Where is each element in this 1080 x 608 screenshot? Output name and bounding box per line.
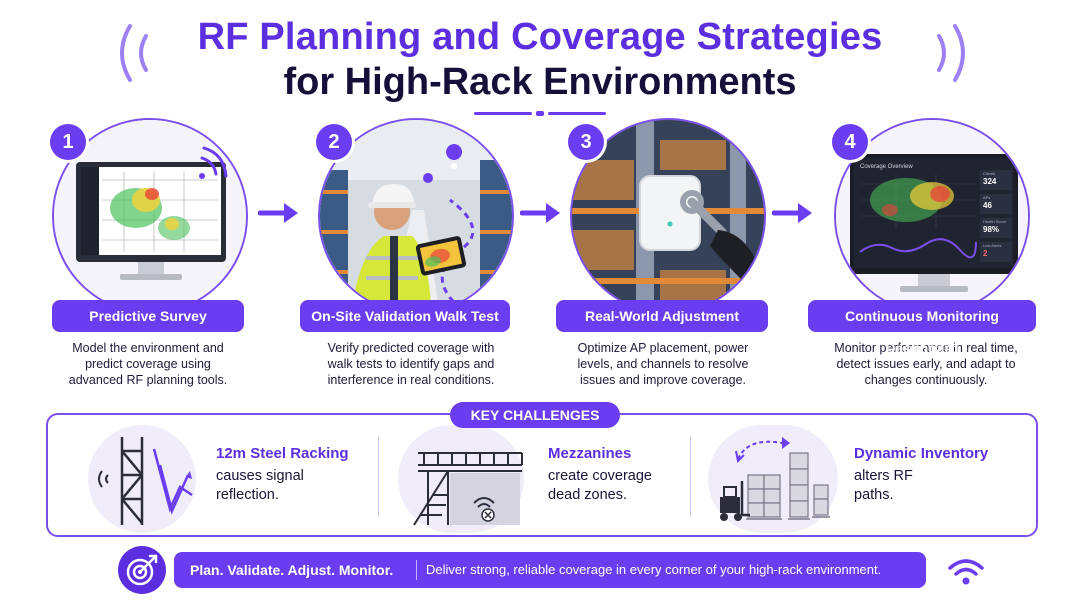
forklift-boxes-icon bbox=[720, 437, 830, 521]
step-1-number: 1 bbox=[50, 124, 86, 160]
dashboard-stat-label: APs bbox=[983, 195, 991, 200]
step-3-desc-line: Optimize AP placement, power bbox=[577, 341, 749, 355]
step-4-description: Monitor performance in real time, detect… bbox=[816, 340, 1036, 388]
dashboard-stat-value: 324 bbox=[983, 177, 997, 186]
steel-rack-reflection-icon bbox=[98, 437, 193, 525]
step-4-label[interactable]: Continuous Monitoring Dashboard bbox=[808, 300, 1036, 356]
key-challenges-badge: KEY CHALLENGES bbox=[450, 402, 620, 428]
challenge-mezzanines: Mezzanines create coverage dead zones. bbox=[398, 425, 698, 533]
challenge-text-line: paths. bbox=[854, 487, 894, 503]
challenge-steel-racking: 12m Steel Racking causes signal reflecti… bbox=[88, 425, 388, 533]
tagline-bar: Plan. Validate. Adjust. Monitor. Deliver… bbox=[174, 552, 926, 588]
challenge-text-line: dead zones. bbox=[548, 487, 628, 503]
step-2-desc-line: walk tests to identify gaps and bbox=[327, 357, 495, 371]
challenge-text: causes signal reflection. bbox=[216, 467, 304, 505]
step-1-desc-line: advanced RF planning tools. bbox=[68, 373, 228, 387]
step-1-desc-line: predict coverage using bbox=[85, 357, 211, 371]
wifi-icon bbox=[948, 559, 984, 585]
arrow-right-icon bbox=[772, 203, 812, 223]
step-2-label[interactable]: On-Site Validation Walk Test bbox=[300, 300, 510, 332]
signal-waves-left-icon bbox=[120, 24, 148, 82]
dashboard-stat-label: Health Score bbox=[983, 219, 1007, 224]
monitor-dashboard-icon bbox=[836, 120, 1028, 312]
step-4-desc-line: changes continuously. bbox=[864, 373, 988, 387]
step-3-desc-line: issues and improve coverage. bbox=[579, 373, 747, 387]
challenge-title: Dynamic Inventory bbox=[854, 445, 989, 462]
step-4-illustration: Coverage Overview Clients 324 APs 46 Hea… bbox=[834, 118, 1030, 314]
step-2-desc-line: interference in real conditions. bbox=[327, 373, 495, 387]
tagline-text: Deliver strong, reliable coverage in eve… bbox=[426, 562, 882, 577]
title-block: RF Planning and Coverage Strategies for … bbox=[0, 14, 1080, 104]
target-icon bbox=[118, 546, 166, 594]
challenge-text-line: reflection. bbox=[216, 487, 279, 503]
step-4-number: 4 bbox=[832, 124, 868, 160]
tagline-strong: Plan. Validate. Adjust. Monitor. bbox=[190, 562, 394, 578]
step-1-label[interactable]: Predictive Survey bbox=[52, 300, 244, 332]
dashboard-stat-label: Low Alerts bbox=[983, 243, 1002, 248]
step-3-illustration bbox=[570, 118, 766, 314]
tagline-separator bbox=[416, 560, 417, 580]
mezzanine-dead-zone-icon bbox=[413, 452, 523, 526]
dashboard-stat-label: Clients bbox=[983, 171, 996, 176]
challenge-divider bbox=[378, 437, 379, 517]
desktop-heatmap-icon bbox=[54, 120, 246, 312]
step-2-desc-line: Verify predicted coverage with bbox=[327, 341, 495, 355]
dashboard-stat-value: 2 bbox=[983, 249, 988, 258]
key-challenges-panel: 12m Steel Racking causes signal reflecti… bbox=[46, 413, 1038, 537]
challenge-title: 12m Steel Racking bbox=[216, 445, 349, 462]
challenge-text-line: create coverage bbox=[548, 468, 652, 484]
step-3-description: Optimize AP placement, power levels, and… bbox=[560, 340, 766, 388]
signal-waves-right-icon bbox=[937, 24, 965, 82]
step-4-desc-line: Monitor performance in real time, bbox=[816, 340, 1036, 356]
challenge-text-line: alters RF bbox=[854, 468, 913, 484]
step-1-illustration bbox=[52, 118, 248, 314]
step-4-desc-line: detect issues early, and adapt to bbox=[836, 357, 1016, 371]
arrow-right-icon bbox=[258, 203, 298, 223]
title-underline bbox=[474, 111, 606, 116]
challenge-text: alters RF paths. bbox=[854, 467, 913, 505]
step-3-number: 3 bbox=[568, 124, 604, 160]
dashboard-stat-value: 46 bbox=[983, 201, 992, 210]
page-title-line2: for High-Rack Environments bbox=[283, 61, 797, 103]
step-2-number: 2 bbox=[316, 124, 352, 160]
step-2-description: Verify predicted coverage with walk test… bbox=[306, 340, 516, 388]
step-1-description: Model the environment and predict covera… bbox=[52, 340, 244, 388]
challenge-text: create coverage dead zones. bbox=[548, 467, 652, 505]
dashboard-stat-value: 98% bbox=[983, 225, 1000, 234]
challenge-text-line: causes signal bbox=[216, 468, 304, 484]
step-3-label[interactable]: Real-World Adjustment bbox=[556, 300, 768, 332]
dashboard-title: Coverage Overview bbox=[860, 164, 913, 170]
page-title-line1: RF Planning and Coverage Strategies bbox=[197, 16, 883, 58]
challenge-title: Mezzanines bbox=[548, 445, 632, 462]
step-1-desc-line: Model the environment and bbox=[72, 341, 224, 355]
arrow-right-icon bbox=[520, 203, 560, 223]
challenge-divider bbox=[690, 437, 691, 517]
challenge-dynamic-inventory: Dynamic Inventory alters RF paths. bbox=[708, 425, 1028, 533]
step-3-desc-line: levels, and channels to resolve bbox=[577, 357, 749, 371]
